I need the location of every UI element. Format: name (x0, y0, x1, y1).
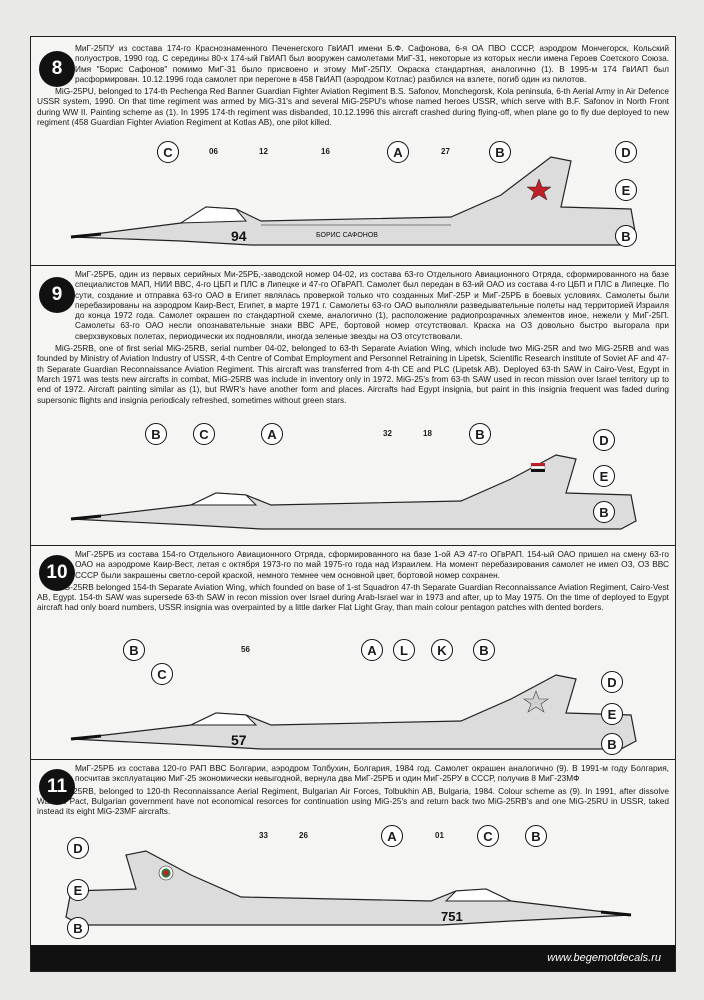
mig25rb-egypt-profile (70, 454, 637, 530)
website-link[interactable]: www.begemotdecals.ru (547, 952, 661, 964)
callout-a: A (381, 825, 403, 847)
section-number-8: 8 (39, 51, 75, 87)
callout-b: B (123, 639, 145, 661)
tag-56: 56 (241, 645, 250, 654)
callout-b: B (473, 639, 495, 661)
board-number-94: 94 (231, 228, 247, 244)
tag-16: 16 (321, 147, 330, 156)
section-divider (31, 759, 675, 760)
tag-27: 27 (441, 147, 450, 156)
section-9-en-text: MiG-25RB, one of first serial MiG-25RB, … (37, 343, 669, 405)
section-11-en-text: MiG-25RB, belonged to 120-th Reconnaissa… (37, 785, 669, 817)
callout-b: B (593, 501, 615, 523)
callout-c: C (157, 141, 179, 163)
callout-c: C (193, 423, 215, 445)
board-number-751: 751 (441, 909, 463, 924)
section-11-ru-text: МиГ-25РБ из состава 120-го РАП ВВС Болга… (75, 763, 669, 784)
section-8-en-text: MiG-25PU, belonged to 174-th Pechenga Re… (37, 86, 669, 128)
callout-b: B (145, 423, 167, 445)
callout-b: B (615, 225, 637, 247)
section-10-en-text: MiG-25RB belonged 154-th Separate Aviati… (37, 581, 669, 613)
decal-instruction-sheet: 8 МиГ-25ПУ из состава 174-го Краснознаме… (30, 36, 676, 972)
callout-d: D (593, 429, 615, 451)
callout-e: E (67, 879, 89, 901)
callout-d: D (67, 837, 89, 859)
footer-bar: www.begemotdecals.ru (31, 945, 675, 971)
tag-06: 06 (209, 147, 218, 156)
callout-c: C (151, 663, 173, 685)
section-divider (31, 545, 675, 546)
board-number-57: 57 (231, 732, 247, 748)
tag-32: 32 (383, 429, 392, 438)
section-number-9: 9 (39, 277, 75, 313)
callout-b: B (469, 423, 491, 445)
mig25pu-profile: 94 БОРИС САФОНОВ (70, 156, 637, 246)
section-number-10: 10 (39, 555, 75, 591)
tag-01: 01 (435, 831, 444, 840)
callout-e: E (601, 703, 623, 725)
callout-l: L (393, 639, 415, 661)
tag-33: 33 (259, 831, 268, 840)
tag-18: 18 (423, 429, 432, 438)
callout-a: A (361, 639, 383, 661)
callout-c: C (477, 825, 499, 847)
section-10: 10 МиГ-25РБ из состава 154-го Отдельного… (37, 549, 669, 613)
section-divider (31, 265, 675, 266)
safonov-inscription: БОРИС САФОНОВ (316, 232, 378, 239)
section-number-11: 11 (39, 769, 75, 805)
section-11: 11 МиГ-25РБ из состава 120-го РАП ВВС Бо… (37, 763, 669, 816)
callout-a: A (387, 141, 409, 163)
section-9-ru-text: МиГ-25РБ, один из первых серийных Ми-25Р… (75, 269, 669, 341)
section-8-ru-text: МиГ-25ПУ из состава 174-го Краснознаменн… (75, 43, 669, 84)
tag-26: 26 (299, 831, 308, 840)
callout-b: B (67, 917, 89, 939)
section-8: 8 МиГ-25ПУ из состава 174-го Краснознаме… (37, 43, 669, 127)
callout-e: E (593, 465, 615, 487)
section-10-ru-text: МиГ-25РБ из состава 154-го Отдельного Ав… (75, 549, 669, 580)
callout-b: B (489, 141, 511, 163)
callout-e: E (615, 179, 637, 201)
callout-b: B (601, 733, 623, 755)
callout-a: A (261, 423, 283, 445)
tag-12: 12 (259, 147, 268, 156)
callout-d: D (601, 671, 623, 693)
callout-b: B (525, 825, 547, 847)
mig25rb-154saw-profile: 57 (70, 674, 637, 750)
callout-k: K (431, 639, 453, 661)
mig25rb-bulgaria-profile: 751 (65, 850, 632, 926)
section-9: 9 МиГ-25РБ, один из первых серийных Ми-2… (37, 269, 669, 405)
callout-d: D (615, 141, 637, 163)
